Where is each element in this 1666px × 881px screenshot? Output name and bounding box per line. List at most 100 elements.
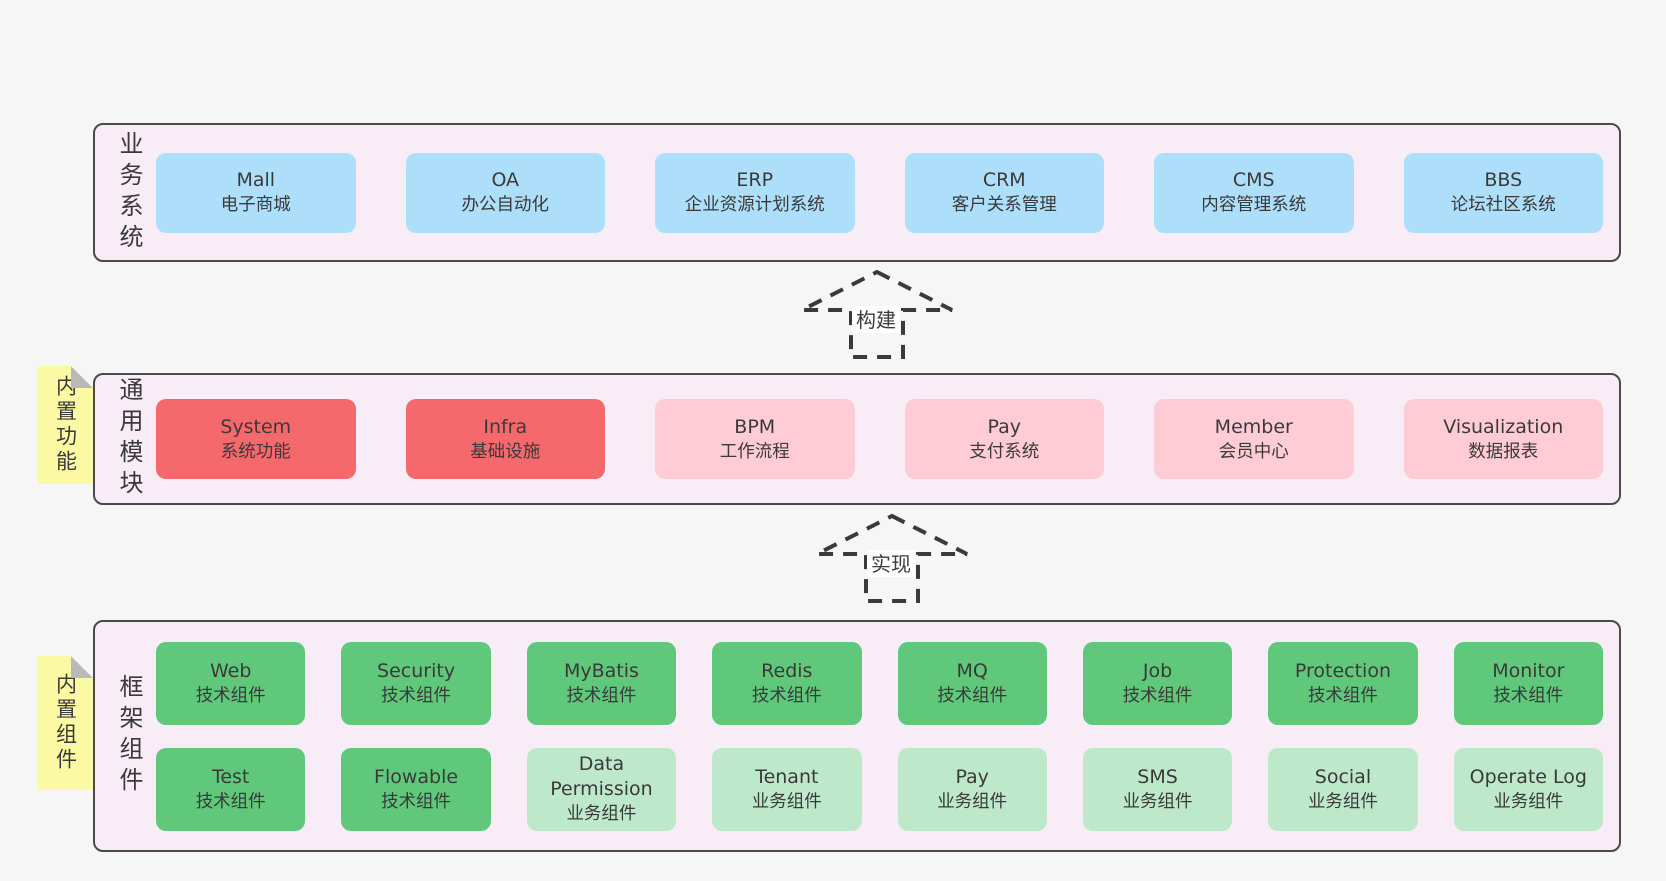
- box-title: Security: [377, 659, 456, 682]
- folded-corner-icon: [71, 366, 93, 388]
- box-job: Job 技术组件: [1082, 641, 1233, 725]
- box-title: Mall: [236, 169, 276, 191]
- box-title: MQ: [956, 659, 988, 682]
- box-title: Redis: [761, 659, 813, 682]
- box-bpm: BPM 工作流程: [655, 399, 855, 479]
- box-erp: ERP 企业资源计划系统: [655, 152, 855, 233]
- box-title: System: [220, 415, 292, 438]
- layer-label-column: 通用模块: [95, 375, 154, 503]
- box-subtitle: 技术组件: [1122, 685, 1193, 706]
- box-web: Web 技术组件: [156, 641, 306, 725]
- box-pay: Pay 业务组件: [897, 747, 1047, 831]
- box-subtitle: 技术组件: [195, 791, 266, 812]
- box-subtitle: 技术组件: [937, 685, 1008, 706]
- box-title: Tenant: [755, 765, 819, 788]
- box-title: MyBatis: [563, 659, 639, 682]
- box-subtitle: 客户关系管理: [951, 195, 1057, 215]
- box-subtitle: 技术组件: [195, 685, 266, 706]
- box-subtitle: 业务组件: [937, 791, 1008, 812]
- box-title: Visualization: [1443, 415, 1564, 438]
- box-member: Member 会员中心: [1154, 399, 1354, 479]
- layer-label-column: 框架组件: [95, 622, 154, 850]
- box-mall: Mall 电子商城: [156, 152, 356, 233]
- box-mybatis: MyBatis 技术组件: [526, 641, 677, 725]
- box-subtitle: 业务组件: [1122, 791, 1193, 812]
- box-operate-log: Operate Log 业务组件: [1453, 747, 1603, 831]
- box-title: Test: [211, 765, 250, 788]
- arrow-label: 构建: [856, 308, 896, 332]
- box-title: Monitor: [1492, 659, 1565, 682]
- box-subtitle: 技术组件: [1307, 685, 1378, 706]
- box-subtitle: 业务组件: [1307, 791, 1378, 812]
- box-title: Infra: [483, 415, 528, 438]
- layer-title: 业务系统: [115, 130, 143, 255]
- layer-label-column: 业务系统: [95, 125, 154, 260]
- box-sms: SMS 业务组件: [1082, 747, 1233, 831]
- box-subtitle: 技术组件: [381, 685, 452, 706]
- box-subtitle: 数据报表: [1468, 441, 1539, 462]
- box-pay: Pay 支付系统: [904, 399, 1104, 479]
- box-title: Pay: [987, 415, 1022, 438]
- sticky-note-builtin-features: 内置功能: [38, 366, 93, 484]
- arrow-label: 实现: [871, 552, 911, 576]
- box-subtitle: 电子商城: [220, 195, 291, 215]
- implement-arrow-icon: 实现: [816, 513, 968, 603]
- box-subtitle: 基础设施: [470, 441, 541, 462]
- box-subtitle: 企业资源计划系统: [684, 195, 825, 215]
- box-subtitle: 内容管理系统: [1201, 195, 1307, 215]
- box-title: Pay: [955, 765, 989, 788]
- box-title: SMS: [1137, 765, 1178, 788]
- box-subtitle: 工作流程: [719, 441, 790, 462]
- box-subtitle: 论坛社区系统: [1450, 195, 1556, 215]
- box-title: Operate Log: [1469, 765, 1587, 788]
- box-title: CMS: [1232, 169, 1275, 191]
- box-subtitle: 支付系统: [969, 441, 1040, 462]
- layer-title: 通用模块: [115, 377, 143, 501]
- box-oa: OA 办公自动化: [405, 152, 605, 233]
- box-title: Member: [1214, 415, 1293, 438]
- box-title: Web: [209, 659, 252, 682]
- box-subtitle: 会员中心: [1218, 441, 1289, 462]
- box-subtitle: 技术组件: [566, 685, 637, 706]
- box-title: OA: [491, 169, 520, 191]
- box-protection: Protection 技术组件: [1268, 641, 1418, 725]
- box-subtitle: 技术组件: [381, 791, 452, 812]
- box-title: Data Permission: [550, 753, 653, 800]
- box-security: Security 技术组件: [341, 641, 491, 725]
- box-subtitle: 办公自动化: [461, 195, 550, 215]
- box-title: BPM: [734, 415, 776, 438]
- box-title: Social: [1314, 765, 1372, 788]
- box-mq: MQ 技术组件: [897, 641, 1047, 725]
- note-label: 内置功能: [53, 375, 78, 475]
- box-visualization: Visualization 数据报表: [1403, 399, 1603, 479]
- box-subtitle: 业务组件: [566, 804, 637, 824]
- box-redis: Redis 技术组件: [712, 641, 862, 725]
- box-title: ERP: [736, 169, 774, 191]
- box-subtitle: 业务组件: [1493, 791, 1564, 812]
- box-subtitle: 技术组件: [751, 685, 822, 706]
- box-title: Job: [1142, 659, 1173, 682]
- folded-corner-icon: [71, 656, 93, 678]
- layer-title: 框架组件: [115, 674, 143, 798]
- box-cms: CMS 内容管理系统: [1154, 152, 1354, 233]
- box-title: BBS: [1484, 169, 1523, 191]
- note-label: 内置组件: [53, 673, 78, 773]
- box-social: Social 业务组件: [1268, 747, 1418, 831]
- sticky-note-builtin-components: 内置组件: [38, 656, 93, 790]
- box-title: Protection: [1294, 659, 1391, 682]
- box-data-permission: Data Permission 业务组件: [526, 747, 677, 831]
